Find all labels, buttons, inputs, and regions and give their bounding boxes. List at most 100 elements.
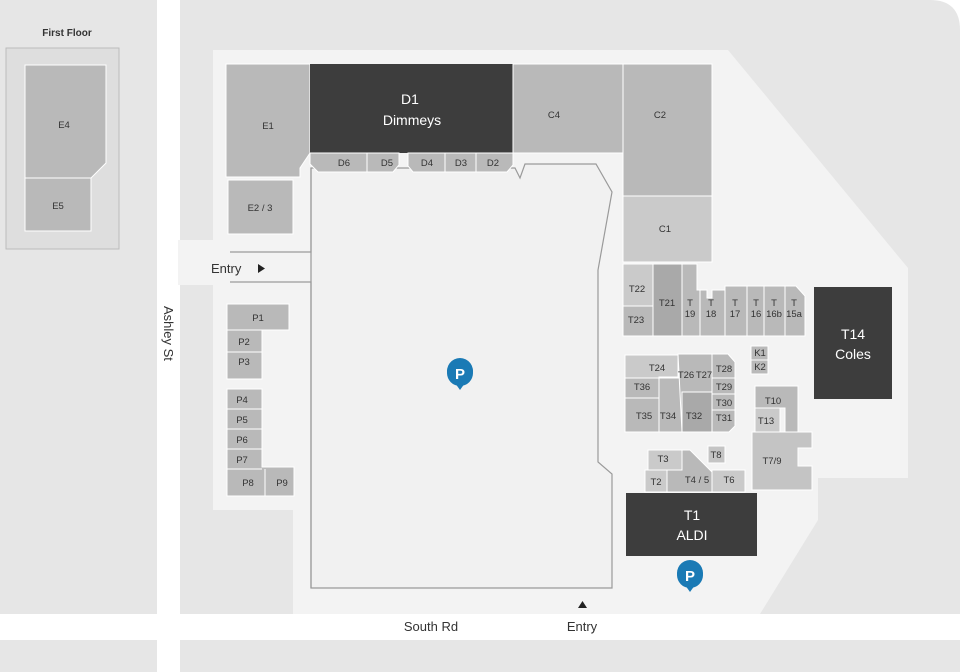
shop-K2[interactable] xyxy=(750,359,769,375)
shop-T22-label: T22 xyxy=(629,284,645,295)
shop-T4-5-label: T4 / 5 xyxy=(685,475,709,486)
shop-T8[interactable] xyxy=(707,445,726,464)
first-floor-title: First Floor xyxy=(42,28,92,39)
shop-T27-label: T27 xyxy=(696,370,712,381)
shop-D1[interactable] xyxy=(310,64,513,153)
shop-K1-label: K1 xyxy=(754,348,766,359)
shop-P1-label: P1 xyxy=(252,313,264,324)
shop-E4-label: E4 xyxy=(58,120,70,131)
shop-D3-label: D3 xyxy=(455,158,467,169)
entry-arrow-icon xyxy=(258,264,265,273)
parking-glyph: P xyxy=(455,366,465,383)
shop-P8-label: P8 xyxy=(242,478,254,489)
shop-T10-label: T10 xyxy=(765,396,781,407)
parking-icon: P xyxy=(677,560,704,592)
shop-E5-label: E5 xyxy=(52,201,64,212)
shop-T2-label: T2 xyxy=(650,477,661,488)
shop-T31[interactable] xyxy=(711,409,736,433)
shop-E2-3-label: E2 / 3 xyxy=(248,203,273,214)
shop-D5-label: D5 xyxy=(381,158,393,169)
shop-T32[interactable] xyxy=(681,391,713,433)
shop-T15a-letter: T xyxy=(791,298,797,309)
shop-C2[interactable] xyxy=(622,63,713,197)
shop-T30-label: T30 xyxy=(716,398,732,409)
shop-T31-label: T31 xyxy=(716,413,732,424)
shop-D4[interactable] xyxy=(407,152,446,173)
shop-D1-code: D1 xyxy=(401,91,419,107)
shop-T14-code: T14 xyxy=(841,326,865,342)
shop-T14[interactable] xyxy=(814,287,892,399)
shop-P3-label: P3 xyxy=(238,357,250,368)
shop-T6-label: T6 xyxy=(723,475,734,486)
shop-T3-label: T3 xyxy=(657,454,668,465)
shop-C2-label: C2 xyxy=(654,110,666,121)
south-east-block xyxy=(180,640,960,672)
shop-T6[interactable] xyxy=(711,469,746,493)
shop-T29-label: T29 xyxy=(716,382,732,393)
shop-T21-label: T21 xyxy=(659,298,675,309)
shop-D6-label: D6 xyxy=(338,158,350,169)
shop-T7-9-label: T7/9 xyxy=(762,456,781,467)
shop-T34-label: T34 xyxy=(660,411,676,422)
shop-T36-label: T36 xyxy=(634,382,650,393)
shop-T23-label: T23 xyxy=(628,315,644,326)
shop-D2[interactable] xyxy=(475,152,514,173)
shop-T8-label: T8 xyxy=(710,450,721,461)
shop-T1[interactable] xyxy=(626,493,757,556)
shop-T15a[interactable] xyxy=(784,285,806,337)
shop-C1-label: C1 xyxy=(659,224,671,235)
shop-D5[interactable] xyxy=(366,152,400,173)
shop-T4-5[interactable] xyxy=(666,449,713,493)
shop-T23[interactable] xyxy=(622,305,654,337)
shop-T28[interactable] xyxy=(711,353,736,379)
shop-T19-letter: T xyxy=(687,298,693,309)
south-rd-label: South Rd xyxy=(404,619,458,634)
shop-D2-label: D2 xyxy=(487,158,499,169)
parking-glyph: P xyxy=(685,568,695,585)
shop-D1-name: Dimmeys xyxy=(383,112,441,128)
shop-P7-label: P7 xyxy=(236,455,248,466)
shop-T16-label: 16 xyxy=(751,309,762,320)
shop-P5-label: P5 xyxy=(236,415,248,426)
shop-T18[interactable] xyxy=(699,289,726,337)
entry-south-label: Entry xyxy=(567,619,598,634)
shop-D4-label: D4 xyxy=(421,158,433,169)
shop-T16b-letter: T xyxy=(771,298,777,309)
shop-T24-label: T24 xyxy=(649,363,665,374)
shop-T13[interactable] xyxy=(754,407,781,433)
shop-P9-label: P9 xyxy=(276,478,288,489)
shop-T18-letter: T xyxy=(708,298,714,309)
shop-T16b-label: 16b xyxy=(766,309,782,320)
shop-T32-label: T32 xyxy=(686,411,702,422)
shop-P6-label: P6 xyxy=(236,435,248,446)
shop-C4-label: C4 xyxy=(548,110,560,121)
shop-P4-label: P4 xyxy=(236,395,248,406)
shop-E4[interactable] xyxy=(24,64,107,179)
shop-E1-label: E1 xyxy=(262,121,274,132)
shop-D6[interactable] xyxy=(309,152,368,173)
shop-T1-name: ALDI xyxy=(676,527,707,543)
shop-K2-label: K2 xyxy=(754,362,766,373)
shop-T14-name: Coles xyxy=(835,346,871,362)
shop-T19-label: 19 xyxy=(685,309,696,320)
shop-T35-label: T35 xyxy=(636,411,652,422)
shop-T15a-label: 15a xyxy=(786,309,803,320)
shop-E2-3[interactable] xyxy=(227,179,294,235)
shop-E5[interactable] xyxy=(24,177,92,232)
shop-T17-letter: T xyxy=(732,298,738,309)
shop-T34[interactable] xyxy=(658,377,683,433)
shop-T26-label: T26 xyxy=(678,370,694,381)
shop-T18-label: 18 xyxy=(706,309,717,320)
shop-T7-9[interactable] xyxy=(751,431,813,491)
shop-C1[interactable] xyxy=(622,195,713,263)
entry-west-label: Entry xyxy=(211,261,242,276)
shop-T22[interactable] xyxy=(622,263,654,307)
shop-P2-label: P2 xyxy=(238,337,250,348)
shop-T28-label: T28 xyxy=(716,364,732,375)
shop-T17-label: 17 xyxy=(730,309,741,320)
shop-T21[interactable] xyxy=(652,263,683,337)
south-west-block xyxy=(0,640,157,672)
shop-C4[interactable] xyxy=(512,63,624,154)
shop-T13-label: T13 xyxy=(758,416,774,427)
